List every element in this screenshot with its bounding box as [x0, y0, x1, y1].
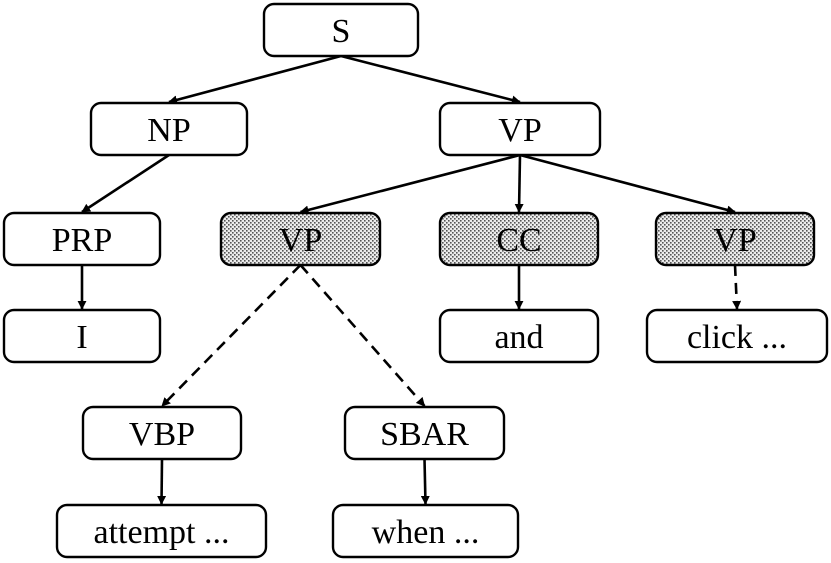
node-label-vbp: VBP	[129, 416, 195, 453]
node-click: click ...	[645, 308, 829, 364]
node-box-i	[2, 308, 162, 364]
node-cc: CC	[438, 211, 600, 267]
node-vp-right: VP	[654, 211, 816, 267]
node-box-cc	[438, 211, 600, 267]
edge-vp-left-to-sbar	[299, 264, 426, 407]
node-label-i: I	[76, 319, 87, 356]
node-box-s	[262, 2, 420, 58]
node-box-when	[331, 503, 520, 559]
node-vbp: VBP	[81, 405, 243, 461]
node-np: NP	[89, 101, 249, 157]
node-sbar: SBAR	[343, 405, 506, 461]
edge-vp-right-to-click	[732, 264, 742, 310]
node-box-prp	[2, 211, 162, 267]
node-box-vp-top	[438, 101, 602, 157]
node-box-attempt	[55, 503, 268, 559]
node-when: when ...	[331, 503, 520, 559]
node-label-vp-top: VP	[498, 112, 541, 149]
node-label-and: and	[494, 319, 543, 356]
node-label-np: NP	[147, 112, 190, 149]
node-label-attempt: attempt ...	[94, 514, 230, 551]
node-label-s: S	[332, 13, 351, 50]
node-box-click	[645, 308, 829, 364]
edge-s-to-vp-top	[340, 54, 521, 105]
edges-layer	[77, 54, 742, 505]
node-label-cc: CC	[496, 222, 541, 259]
node-vp-top: VP	[438, 101, 602, 157]
node-box-vbp	[81, 405, 243, 461]
edge-vp-left-to-vbp	[161, 264, 302, 407]
edge-np-to-prp	[81, 153, 170, 214]
node-label-click: click ...	[687, 319, 787, 356]
edge-vp-top-to-cc	[514, 154, 524, 213]
node-and: and	[438, 308, 600, 364]
node-box-vp-right	[654, 211, 816, 267]
node-label-prp: PRP	[52, 222, 113, 259]
node-label-sbar: SBAR	[380, 416, 469, 453]
edge-s-to-np	[168, 54, 342, 105]
node-i: I	[2, 308, 162, 364]
node-prp: PRP	[2, 211, 162, 267]
node-vp-left: VP	[219, 211, 382, 267]
node-label-vp-right: VP	[713, 222, 756, 259]
node-s: S	[262, 2, 420, 58]
edge-vp-top-to-vp-right	[519, 153, 736, 215]
node-label-when: when ...	[372, 514, 480, 551]
node-box-np	[89, 101, 249, 157]
node-box-sbar	[343, 405, 506, 461]
node-label-vp-left: VP	[279, 222, 322, 259]
node-box-vp-left	[219, 211, 382, 267]
edge-vp-top-to-vp-left	[299, 153, 521, 215]
edge-vbp-to-attempt	[157, 458, 167, 505]
node-box-and	[438, 308, 600, 364]
edge-sbar-to-when	[420, 458, 430, 505]
node-attempt: attempt ...	[55, 503, 268, 559]
